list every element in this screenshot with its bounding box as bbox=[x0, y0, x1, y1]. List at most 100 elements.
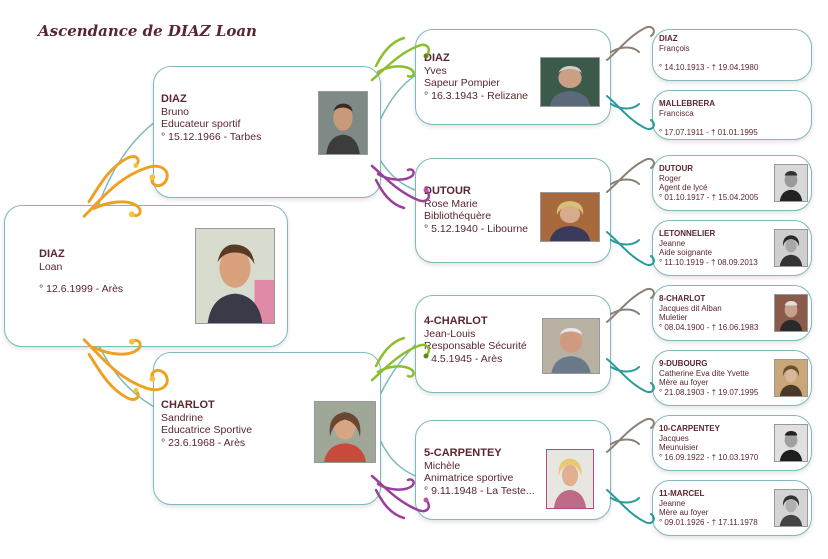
person-card-paternal-grandmother[interactable]: DUTOUR Rose Marie Bibliothéquère ° 5.12.… bbox=[415, 158, 611, 263]
photo-portrait bbox=[195, 228, 275, 324]
life-dates: ° 11.10.1919 - † 08.09.2013 bbox=[659, 257, 758, 267]
surname: 8-CHARLOT bbox=[659, 294, 706, 303]
person-card-great-grandparent-8[interactable]: 11-MARCEL Jeanne Mère au foyer ° 09.01.1… bbox=[652, 480, 812, 536]
person-card-maternal-grandmother[interactable]: 5-CARPENTEY Michèle Animatrice sportive … bbox=[415, 420, 611, 520]
person-card-great-grandparent-5[interactable]: 8-CHARLOT Jacques dit Alban Muletier ° 0… bbox=[652, 285, 812, 341]
birth-info: ° 12.6.1999 - Arès bbox=[39, 283, 124, 295]
green-swirl-icon bbox=[368, 32, 434, 86]
connector-root-mother bbox=[94, 337, 161, 411]
surname: DIAZ bbox=[424, 52, 450, 64]
gray-swirl-icon bbox=[603, 18, 659, 64]
orange-swirl-icon bbox=[78, 330, 178, 408]
surname: DIAZ bbox=[659, 34, 678, 43]
life-dates: ° 21.08.1903 - † 19.07.1995 bbox=[659, 387, 759, 397]
connector-father-gp1 bbox=[379, 71, 421, 121]
teal-swirl-icon bbox=[603, 92, 659, 138]
surname: LETONNELIER bbox=[659, 229, 716, 238]
photo-portrait bbox=[774, 294, 808, 332]
person-card-great-grandparent-2[interactable]: MALLEBRERA Francisca ° 17.07.1911 - † 01… bbox=[652, 90, 812, 140]
person-card-maternal-grandfather[interactable]: 4-CHARLOT Jean-Louis Responsable Sécurit… bbox=[415, 295, 611, 393]
gray-swirl-icon bbox=[603, 280, 659, 326]
life-dates: ° 17.07.1911 - † 01.01.1995 bbox=[659, 128, 758, 138]
photo-portrait bbox=[540, 192, 600, 242]
photo-portrait bbox=[774, 424, 808, 462]
person-card-paternal-grandfather[interactable]: DIAZ Yves Sapeur Pompier ° 16.3.1943 - R… bbox=[415, 29, 611, 125]
surname: DUTOUR bbox=[424, 185, 471, 197]
occupation: Mère au foyer bbox=[659, 378, 709, 388]
purple-swirl-icon bbox=[368, 470, 434, 524]
occupation: Animatrice sportive bbox=[424, 472, 514, 484]
person-card-mother[interactable]: CHARLOT Sandrine Educatrice Sportive ° 2… bbox=[153, 352, 381, 505]
photo-portrait bbox=[774, 489, 808, 527]
given-name: Bruno bbox=[161, 105, 190, 118]
person-card-great-grandparent-7[interactable]: 10-CARPENTEY Jacques Meunuisier ° 16.09.… bbox=[652, 415, 812, 471]
life-dates: ° 01.10.1917 - † 15.04.2005 bbox=[659, 192, 759, 202]
occupation: Aide soignante bbox=[659, 248, 712, 258]
green-swirl-icon bbox=[368, 332, 434, 386]
given-name: Catherine Eva dite Yvette bbox=[659, 368, 750, 378]
surname: MALLEBRERA bbox=[659, 99, 715, 108]
photo-portrait bbox=[542, 318, 600, 374]
surname: 4-CHARLOT bbox=[424, 315, 488, 327]
birth-info: ° 15.12.1966 - Tarbes bbox=[161, 130, 262, 143]
teal-swirl-icon bbox=[603, 228, 659, 274]
photo-portrait bbox=[774, 229, 808, 267]
given-name: Michèle bbox=[424, 459, 461, 472]
surname: 10-CARPENTEY bbox=[659, 424, 720, 433]
orange-swirl-icon bbox=[78, 148, 178, 226]
occupation: Educateur sportif bbox=[161, 118, 241, 130]
birth-info: ° 9.11.1948 - La Teste... bbox=[424, 484, 535, 497]
life-dates: ° 14.10.1913 - † 19.04.1980 bbox=[659, 63, 759, 73]
given-name: Roger bbox=[659, 173, 681, 183]
occupation: Bibliothéquère bbox=[424, 210, 492, 222]
life-dates: ° 09.01.1926 - † 17.11.1978 bbox=[659, 517, 758, 527]
surname: 11-MARCEL bbox=[659, 489, 705, 498]
gray-swirl-icon bbox=[603, 150, 659, 196]
birth-info: ° 4.5.1945 - Arès bbox=[424, 352, 503, 365]
person-card-great-grandparent-6[interactable]: 9-DUBOURG Catherine Eva dite Yvette Mère… bbox=[652, 350, 812, 406]
occupation: Responsable Sécurité bbox=[424, 340, 527, 352]
person-card-great-grandparent-1[interactable]: DIAZ François ° 14.10.1913 - † 19.04.198… bbox=[652, 29, 812, 81]
photo-portrait bbox=[318, 91, 368, 155]
given-name: Francisca bbox=[659, 108, 694, 118]
person-card-father[interactable]: DIAZ Bruno Educateur sportif ° 15.12.196… bbox=[153, 66, 381, 198]
photo-portrait bbox=[774, 164, 808, 202]
given-name: Jeanne bbox=[659, 498, 686, 508]
person-card-great-grandparent-4[interactable]: LETONNELIER Jeanne Aide soignante ° 11.1… bbox=[652, 220, 812, 276]
occupation: Mère au foyer bbox=[659, 508, 709, 518]
given-name: Jeanne bbox=[659, 238, 686, 248]
photo-portrait bbox=[774, 359, 808, 397]
birth-info: ° 23.6.1968 - Arès bbox=[161, 436, 246, 449]
given-name: Yves bbox=[424, 64, 447, 77]
occupation: Muletier bbox=[659, 313, 688, 323]
life-dates: ° 16.09.1922 - † 10.03.1970 bbox=[659, 452, 759, 462]
occupation: Meunuisier bbox=[659, 443, 699, 453]
surname: 5-CARPENTEY bbox=[424, 447, 502, 459]
given-name: Rose Marie bbox=[424, 197, 478, 210]
photo-portrait bbox=[314, 401, 376, 463]
teal-swirl-icon bbox=[603, 355, 659, 401]
teal-swirl-icon bbox=[603, 486, 659, 532]
occupation: Agent de lycé bbox=[659, 183, 708, 193]
photo-portrait bbox=[540, 57, 600, 107]
photo-portrait bbox=[546, 449, 594, 509]
surname: DIAZ bbox=[39, 248, 65, 260]
given-name: Jacques bbox=[659, 433, 689, 443]
surname: CHARLOT bbox=[161, 399, 215, 411]
surname: DIAZ bbox=[161, 93, 187, 105]
occupation: Sapeur Pompier bbox=[424, 77, 500, 89]
surname: DUTOUR bbox=[659, 164, 694, 173]
person-card-root[interactable]: DIAZ Loan ° 12.6.1999 - Arès bbox=[4, 205, 288, 347]
occupation: Educatrice Sportive bbox=[161, 424, 253, 436]
birth-info: ° 16.3.1943 - Relizane bbox=[424, 89, 529, 102]
page-title: Ascendance de DIAZ Loan bbox=[38, 22, 257, 40]
person-card-great-grandparent-3[interactable]: DUTOUR Roger Agent de lycé ° 01.10.1917 … bbox=[652, 155, 812, 211]
given-name: Sandrine bbox=[161, 411, 204, 424]
given-name: Jean-Louis bbox=[424, 327, 476, 340]
given-name: Jacques dit Alban bbox=[659, 303, 722, 313]
life-dates: ° 08.04.1900 - † 16.06.1983 bbox=[659, 322, 759, 332]
given-name: François bbox=[659, 43, 690, 53]
given-name: Loan bbox=[39, 260, 63, 273]
purple-swirl-icon bbox=[368, 160, 434, 214]
surname: 9-DUBOURG bbox=[659, 359, 708, 368]
